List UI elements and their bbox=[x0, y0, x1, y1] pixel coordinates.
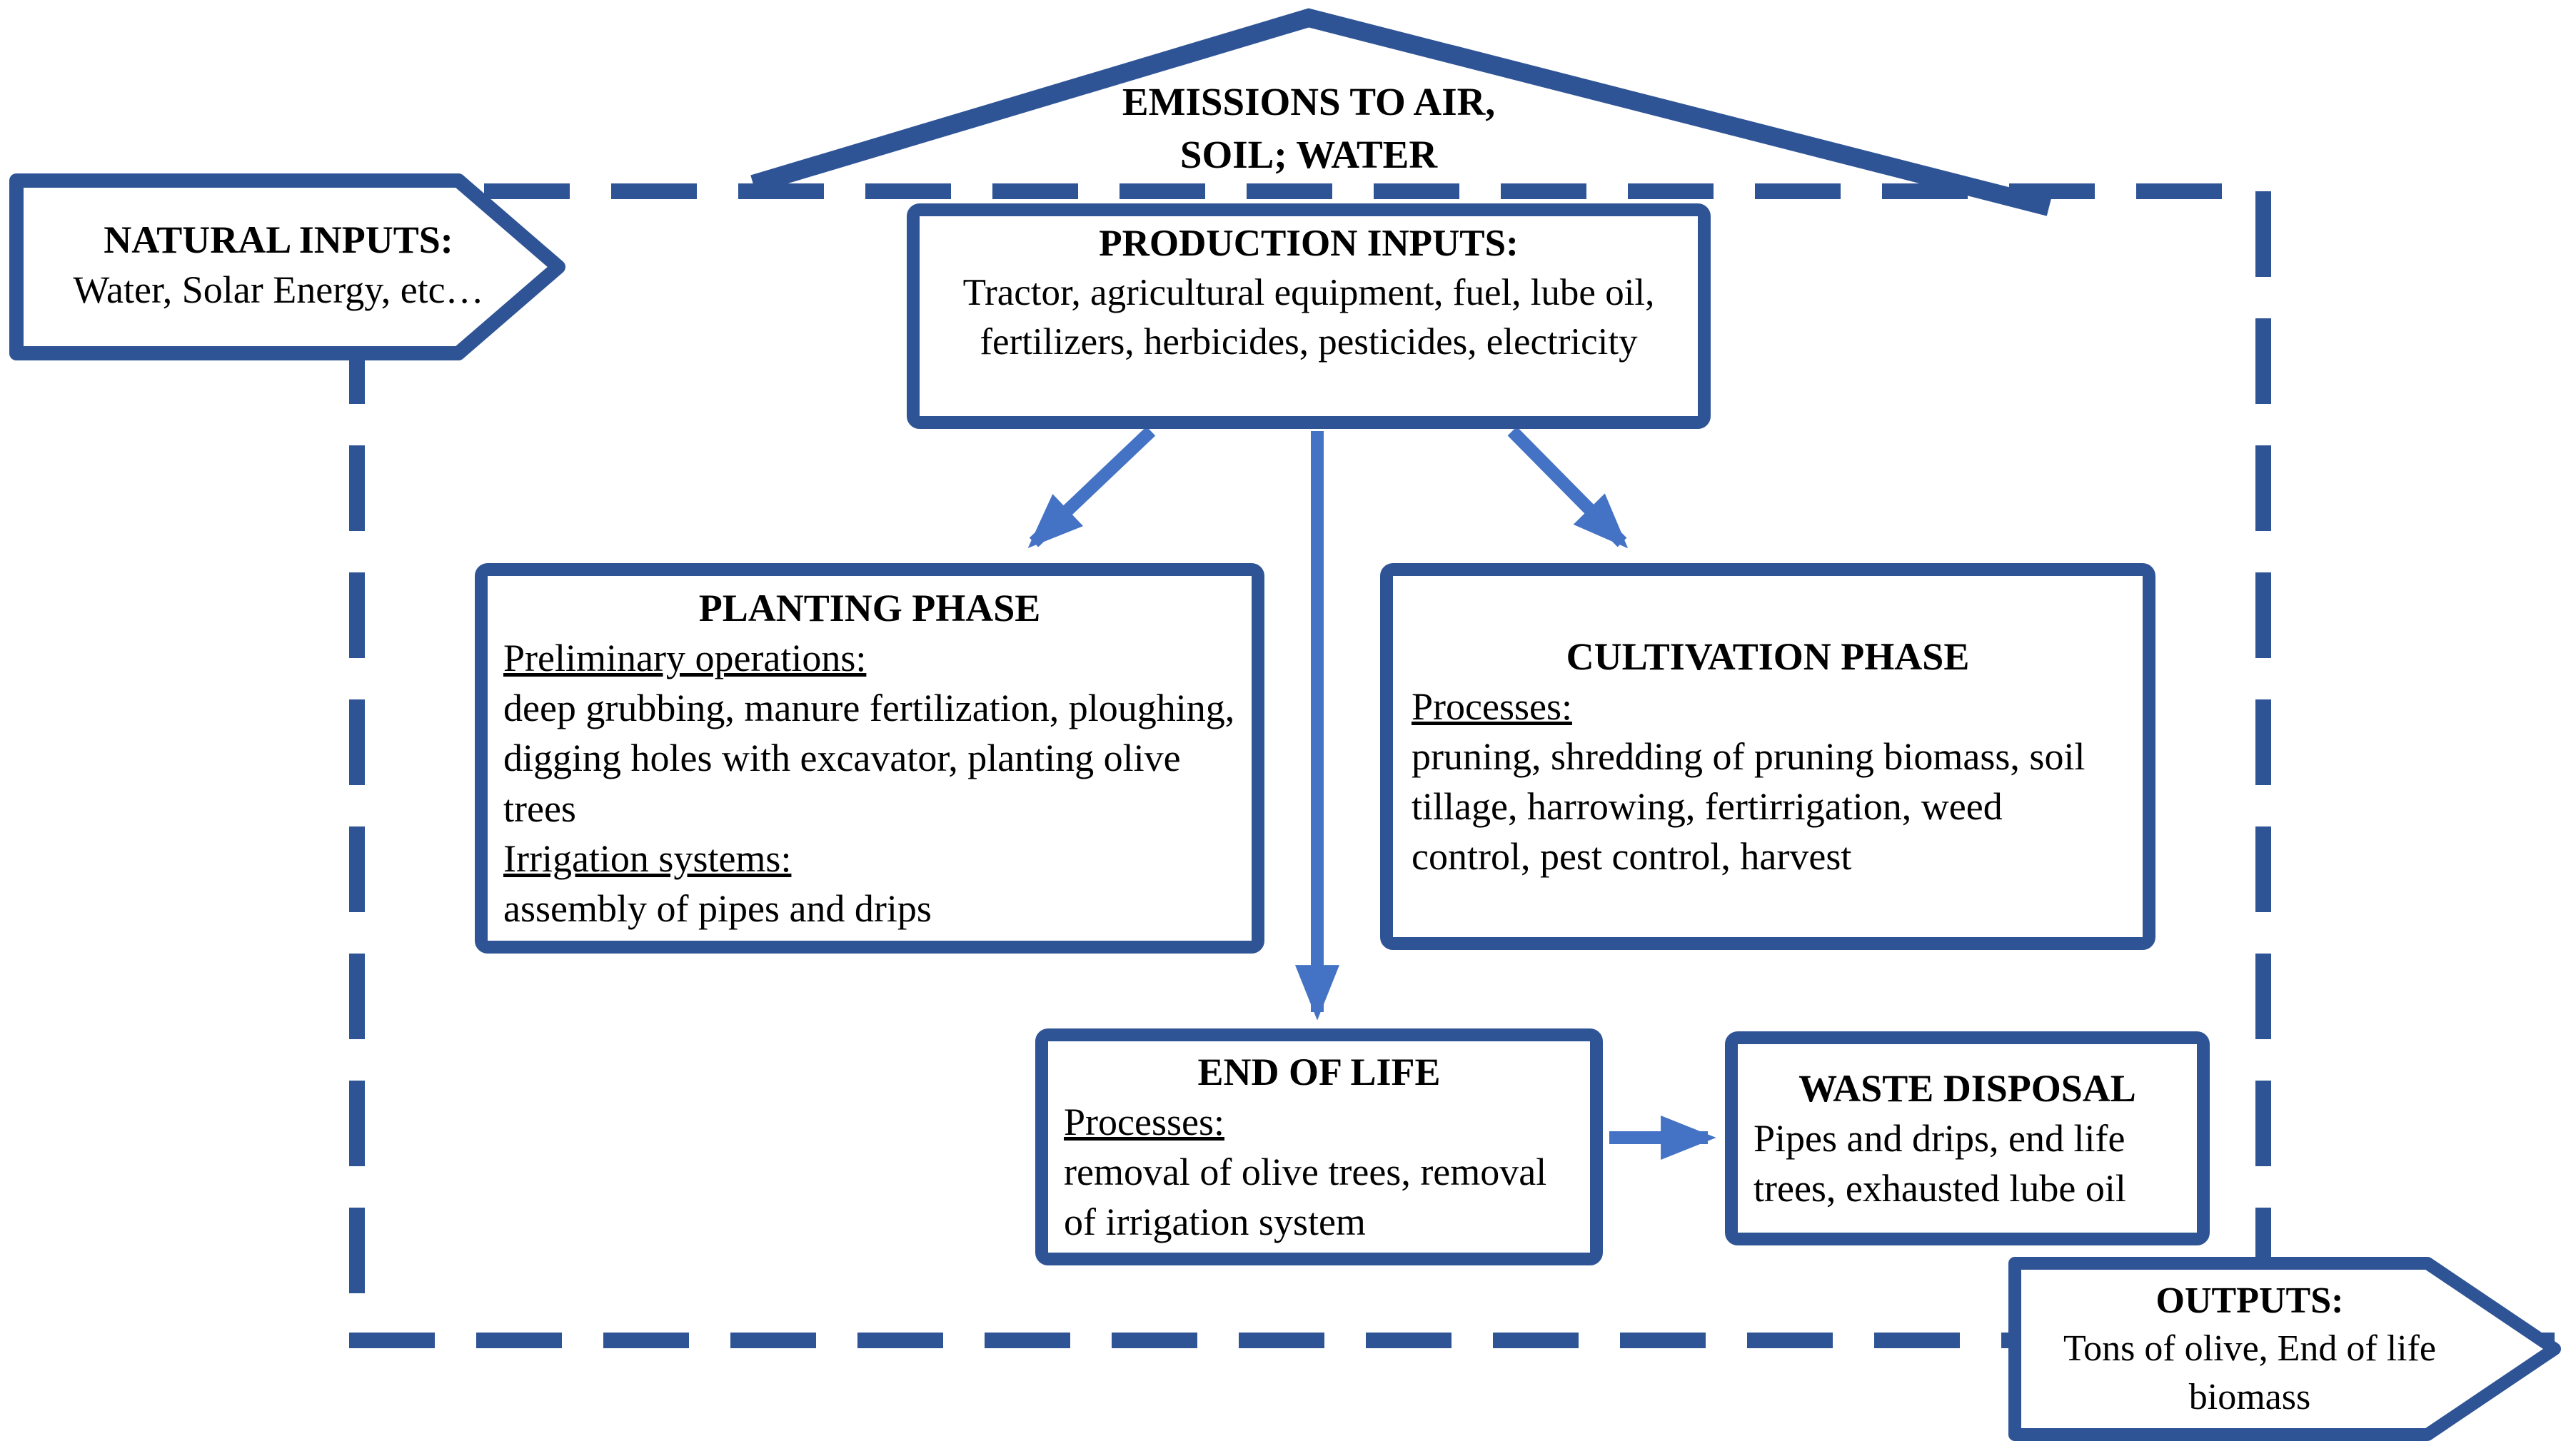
outputs-body: Tons of olive, End of life biomass bbox=[2063, 1328, 2437, 1417]
outputs-title: OUTPUTS: bbox=[2155, 1280, 2344, 1321]
natural-inputs-title: NATURAL INPUTS: bbox=[104, 218, 453, 261]
end-of-life-box: END OF LIFE Processes: removal of olive … bbox=[1035, 1028, 1603, 1265]
emissions-label-line2: SOIL; WATER bbox=[1179, 133, 1438, 176]
end-of-life-title: END OF LIFE bbox=[1197, 1050, 1441, 1093]
cultivation-phase-title: CULTIVATION PHASE bbox=[1566, 635, 1970, 678]
planting-preliminary-heading: Preliminary operations: bbox=[503, 637, 867, 680]
flow-arrows bbox=[1027, 426, 1716, 1160]
outputs-label: OUTPUTS: Tons of olive, End of life biom… bbox=[2029, 1274, 2470, 1424]
outputs-callout bbox=[2008, 1257, 2561, 1441]
planting-phase-title: PLANTING PHASE bbox=[698, 586, 1041, 630]
planting-irrigation-body: assembly of pipes and drips bbox=[503, 886, 932, 930]
production-inputs-body: Tractor, agricultural equipment, fuel, l… bbox=[962, 271, 1655, 363]
planting-irrigation-heading: Irrigation systems: bbox=[503, 836, 792, 880]
emissions-label-line1: EMISSIONS TO AIR, bbox=[1122, 79, 1496, 123]
cultivation-processes-heading: Processes: bbox=[1412, 684, 1572, 728]
arrow-production-to-cultivation bbox=[1507, 426, 1629, 549]
waste-disposal-body: Pipes and drips, end life trees, exhaust… bbox=[1754, 1116, 2126, 1210]
planting-preliminary-body: deep grubbing, manure fertilization, plo… bbox=[503, 687, 1235, 830]
production-inputs-box: PRODUCTION INPUTS: Tractor, agricultural… bbox=[907, 203, 1711, 429]
emissions-label: EMISSIONS TO AIR, SOIL; WATER bbox=[1000, 71, 1618, 186]
end-of-life-processes-body: removal of olive trees, removal of irrig… bbox=[1064, 1151, 1547, 1244]
end-of-life-processes-heading: Processes: bbox=[1064, 1100, 1224, 1143]
waste-disposal-title: WASTE DISPOSAL bbox=[1798, 1066, 2136, 1110]
natural-inputs-body: Water, Solar Energy, etc… bbox=[73, 268, 484, 311]
natural-inputs-callout bbox=[9, 173, 565, 360]
cultivation-phase-box: CULTIVATION PHASE Processes: pruning, sh… bbox=[1380, 563, 2155, 950]
natural-inputs-label: NATURAL INPUTS: Water, Solar Energy, etc… bbox=[32, 189, 525, 340]
arrow-production-to-planting bbox=[1027, 426, 1156, 549]
planting-phase-box: PLANTING PHASE Preliminary operations: d… bbox=[475, 563, 1264, 954]
waste-disposal-box: WASTE DISPOSAL Pipes and drips, end life… bbox=[1725, 1031, 2210, 1245]
production-inputs-title: PRODUCTION INPUTS: bbox=[1099, 223, 1519, 264]
cultivation-processes-body: pruning, shredding of pruning biomass, s… bbox=[1412, 734, 2086, 879]
emissions-roof-line bbox=[750, 8, 2052, 216]
